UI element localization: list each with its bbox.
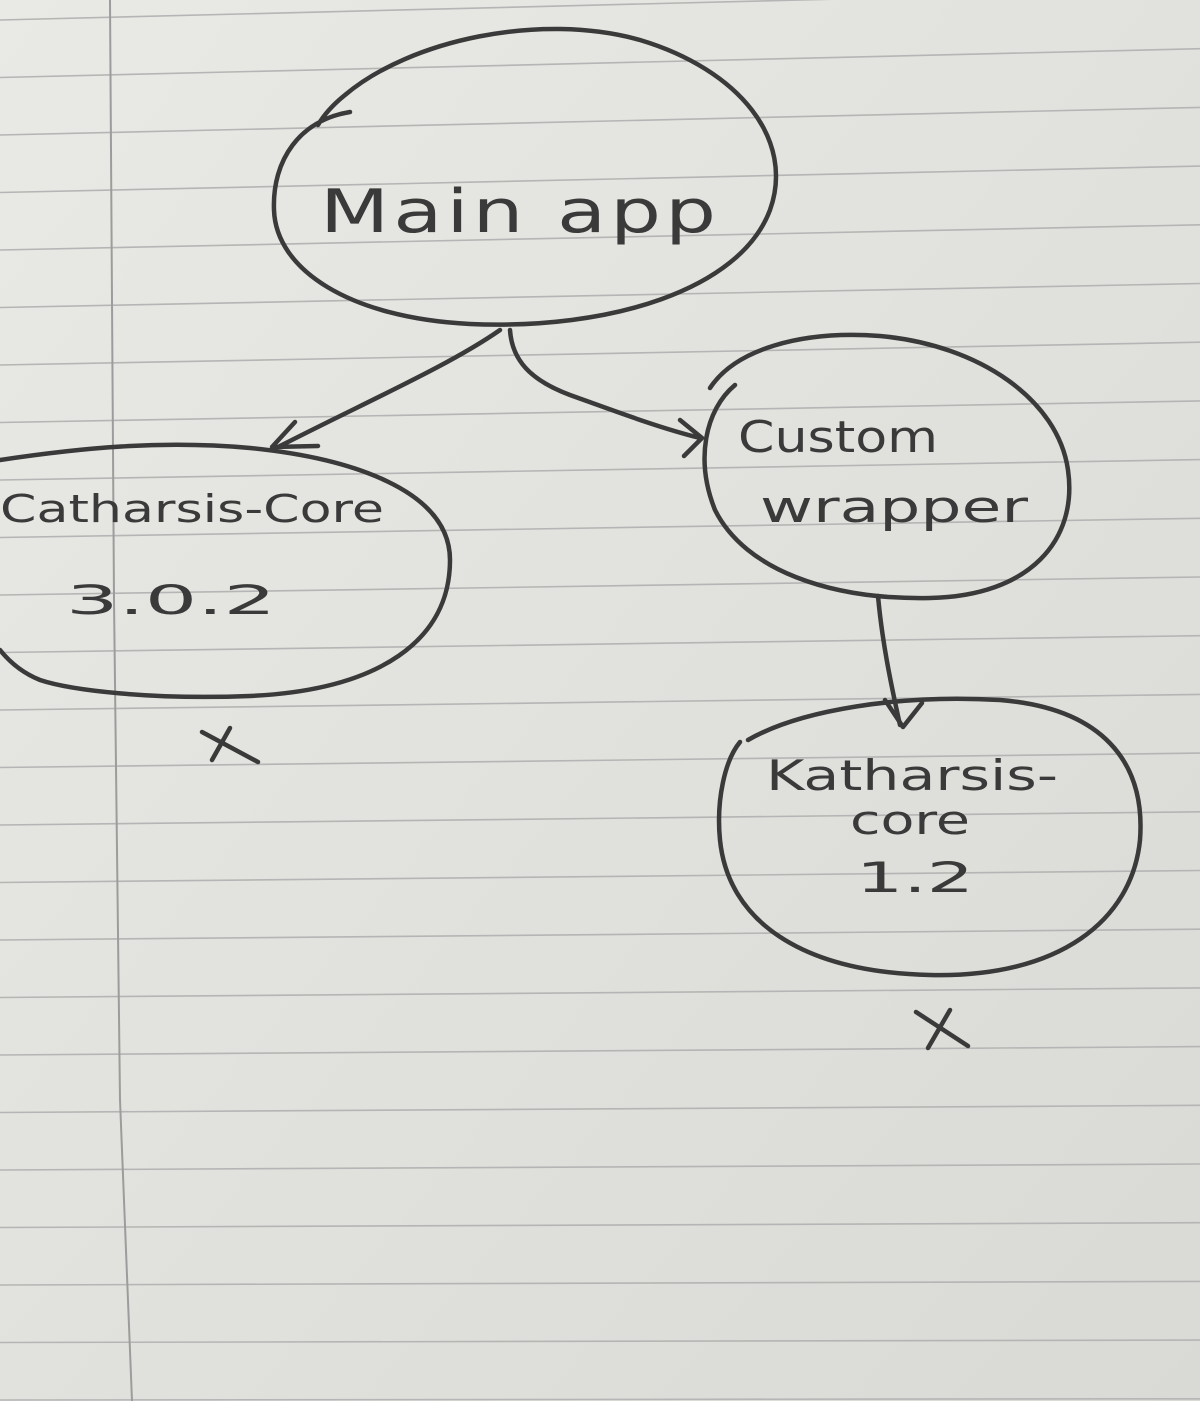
- right-core-label-line1: Katharsis-: [766, 751, 1058, 800]
- left-core-x-mark: X: [214, 724, 244, 775]
- edge-main-to-left-core: [277, 327, 503, 449]
- left-core-node: [0, 442, 453, 700]
- custom-wrapper-node: [702, 332, 1072, 601]
- ruled-line: [0, 987, 1200, 999]
- ruled-line: [0, 634, 1200, 654]
- left-core-label-line2: 3.0.2: [66, 578, 276, 624]
- right-core-x-mark-stroke-a: [913, 1009, 971, 1049]
- ruled-line: [0, 576, 1200, 596]
- right-core-node: [716, 696, 1143, 978]
- right-core-x-mark-stroke-b: [925, 1007, 953, 1051]
- ruled-line: [0, 1221, 1200, 1229]
- right-core-label-line3: 1.2: [856, 853, 974, 902]
- ruled-line: [0, 106, 1200, 136]
- arrowhead-custom-wrapper: [677, 417, 705, 459]
- ruled-line: [0, 811, 1200, 826]
- ruled-line: [0, 517, 1200, 539]
- margin-line: [109, 0, 133, 1401]
- ruled-line: [0, 869, 1200, 884]
- right-core-label-line2: core: [850, 798, 970, 844]
- ruled-line: [0, 0, 833, 21]
- ruled-line: [0, 165, 1200, 194]
- ruled-line: [0, 1280, 1200, 1286]
- ruled-line: [0, 341, 1200, 366]
- ruled-line: [0, 693, 1200, 711]
- left-core-x-mark-stroke-a: [199, 729, 261, 765]
- main-app-label: Main app: [320, 177, 720, 247]
- arrowhead-right-core: [882, 697, 925, 730]
- custom-wrapper-label-line2: wrapper: [760, 482, 1029, 533]
- right-core-x-mark: X: [926, 1008, 956, 1059]
- ruled-line: [0, 928, 1200, 941]
- left-core-x-mark-stroke-b: [209, 725, 233, 763]
- ruled-line: [0, 1339, 1200, 1344]
- ruled-line: [0, 1045, 1200, 1056]
- edge-main-to-custom-wrapper: [507, 327, 703, 441]
- ruled-line: [0, 1163, 1200, 1171]
- main-app-node: [271, 26, 779, 327]
- ruled-line: [0, 1398, 1200, 1401]
- edge-custom-wrapper-to-right-core: [875, 593, 903, 728]
- ruled-line: [0, 282, 1200, 309]
- ruled-line: [0, 458, 1200, 481]
- custom-wrapper-label-line1: Custom: [738, 412, 938, 463]
- ruled-line: [0, 752, 1200, 769]
- ruled-line: [0, 224, 1200, 251]
- ruled-line: [0, 47, 1200, 79]
- left-core-label-line1: Catharsis-Core: [0, 487, 384, 531]
- ruled-line: [0, 1104, 1200, 1114]
- arrowhead-left-core: [269, 419, 321, 450]
- ruled-line: [0, 400, 1200, 424]
